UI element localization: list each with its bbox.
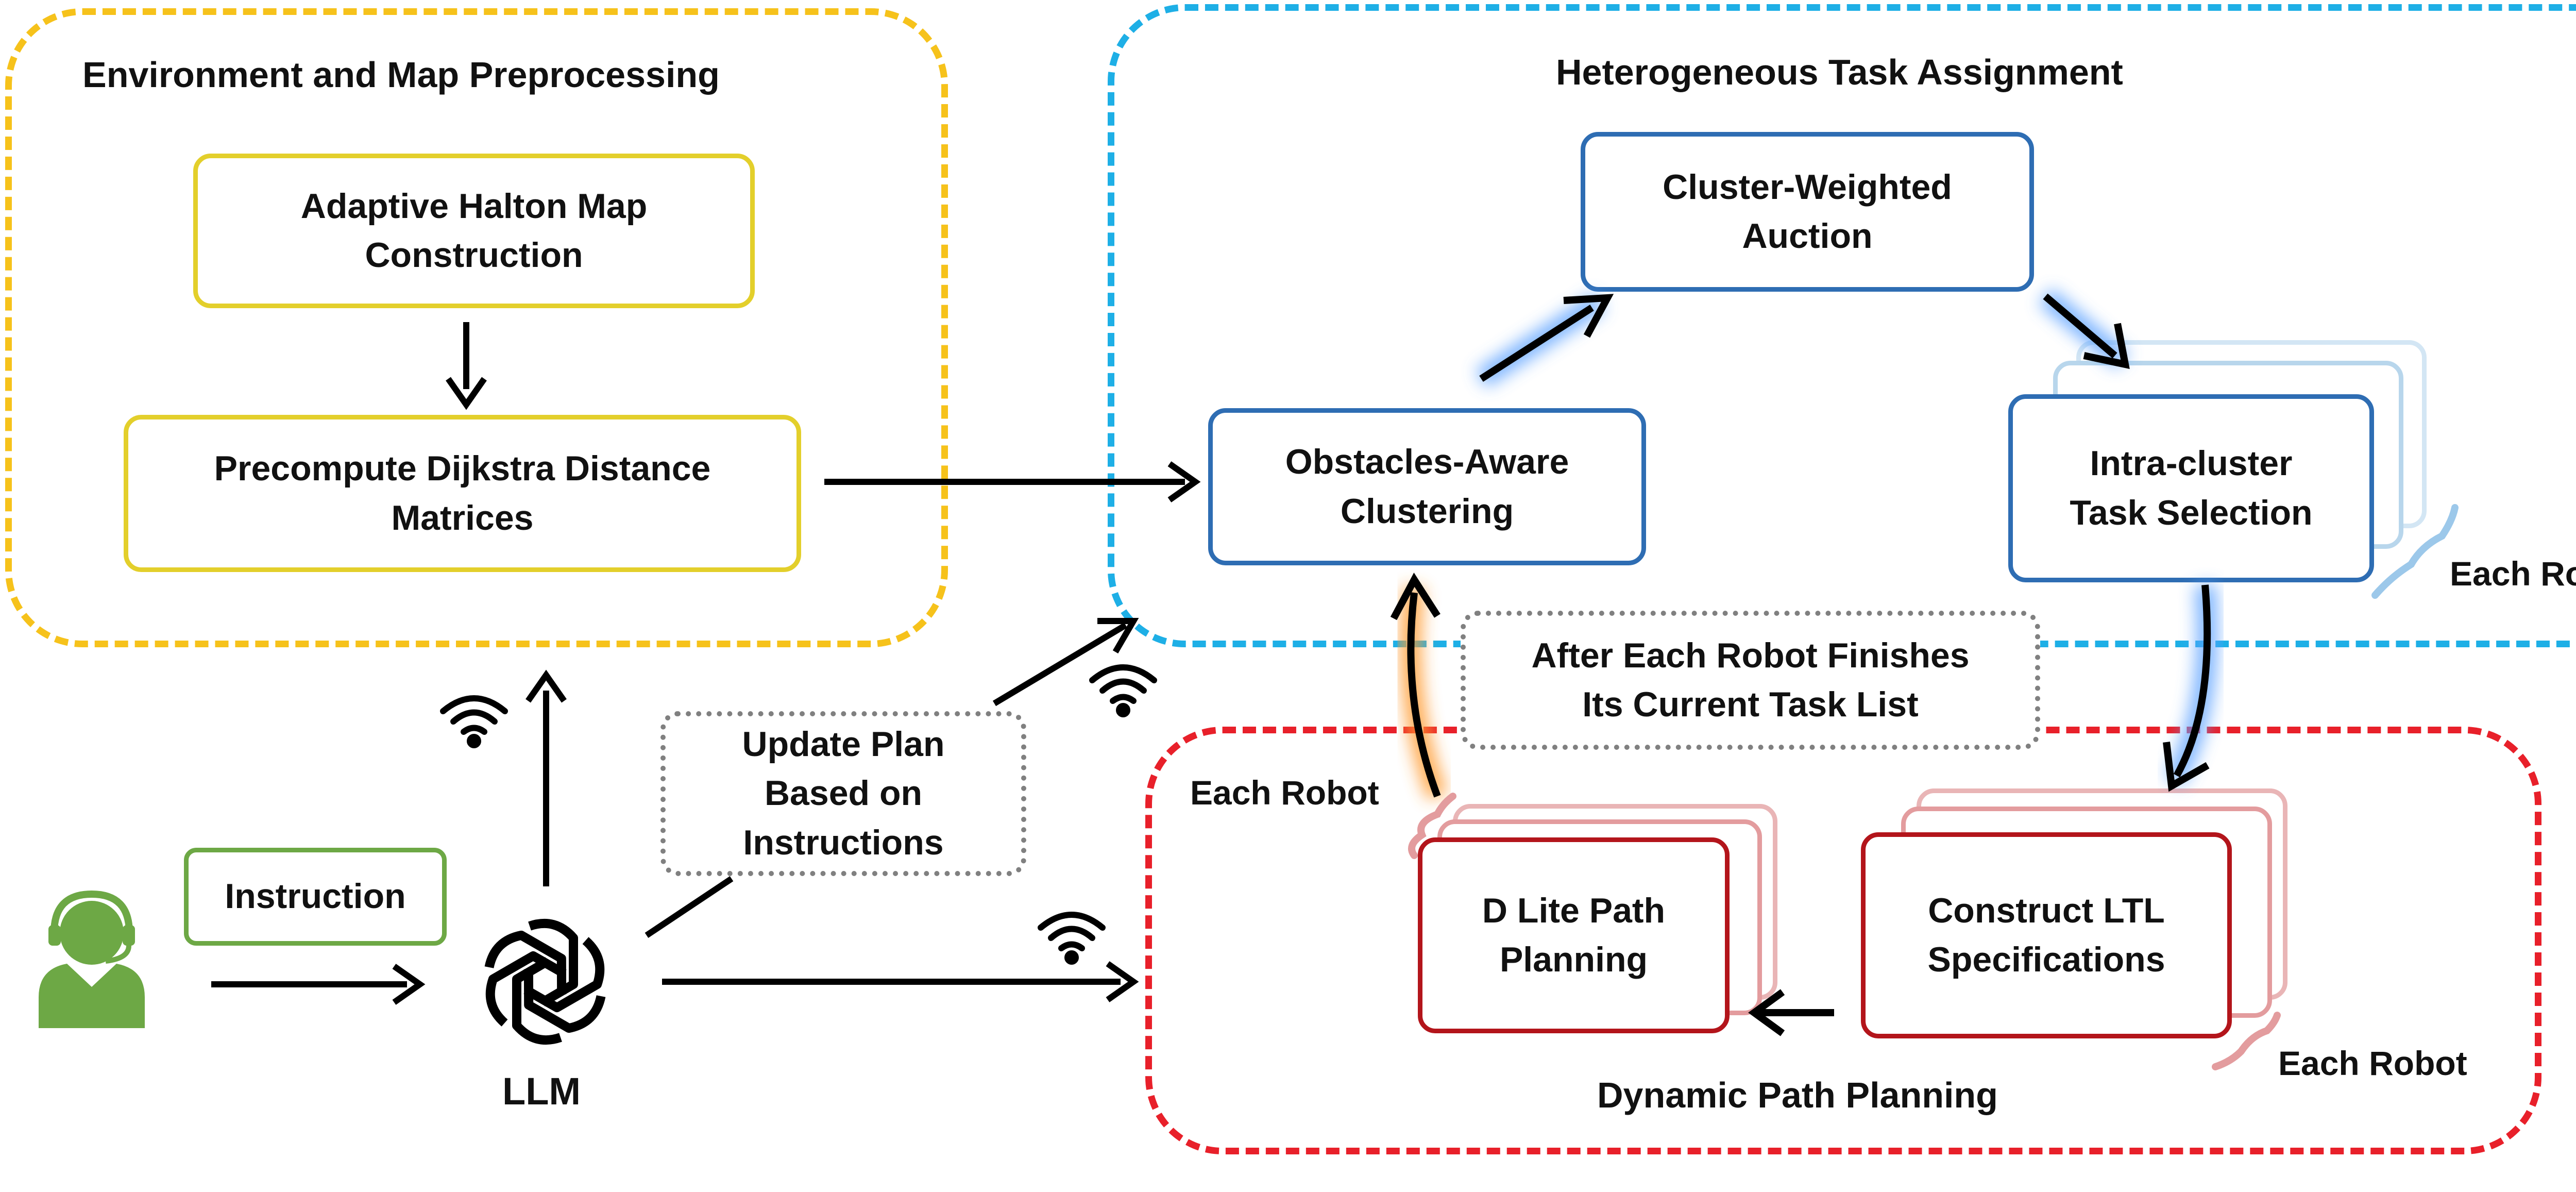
clustering-node: Obstacles-Aware Clustering: [1208, 408, 1646, 565]
intra-cluster-node: Intra-cluster Task Selection: [2008, 394, 2374, 582]
wifi-icon: [1089, 664, 1157, 717]
each-robot-ltl-label: Each Robot: [2278, 1044, 2467, 1082]
arrow-intra-to-ltl: [2163, 584, 2217, 792]
llm-label: LLM: [502, 1070, 581, 1113]
wifi-icon: [440, 695, 508, 748]
arrow-llm-to-task-assignment: [645, 618, 1139, 938]
arrow-clustering-to-auction: [1476, 293, 1614, 388]
dlite-node: D Lite Path Planning: [1418, 837, 1730, 1033]
brace-ltl: [2212, 1012, 2281, 1070]
env-preprocessing-title: Environment and Map Preprocessing: [82, 55, 720, 95]
auction-node: Cluster-Weighted Auction: [1581, 132, 2034, 292]
task-assignment-title: Heterogeneous Task Assignment: [1556, 52, 2123, 92]
openai-logo-icon: [484, 918, 606, 1045]
brace-intra: [2371, 504, 2459, 599]
instruction-node: Instruction: [184, 848, 447, 946]
each-robot-dlite-label: Each Robot: [1190, 774, 1379, 812]
ltl-node: Construct LTL Specifications: [1861, 832, 2232, 1038]
arrow-auction-to-intra: [2039, 288, 2130, 370]
wifi-icon: [1038, 912, 1106, 965]
arrow-dijkstra-to-clustering: [824, 461, 1201, 502]
each-robot-intra-label: Each Robot: [2450, 555, 2576, 593]
arrow-ltl-to-dlite: [1748, 989, 1834, 1036]
arrow-halton-to-dijkstra: [446, 322, 487, 410]
after-each-robot-note: After Each Robot Finishes Its Current Ta…: [1461, 611, 2040, 750]
arrow-user-to-llm: [211, 964, 426, 1005]
env-preprocessing-region: [5, 8, 948, 647]
dijkstra-node: Precompute Dijkstra Distance Matrices: [124, 415, 801, 572]
arrow-llm-to-env: [526, 669, 567, 886]
update-plan-note: Update Plan Based on Instructions: [660, 711, 1026, 876]
arrow-llm-to-path-planning: [662, 961, 1139, 1002]
path-planning-title: Dynamic Path Planning: [1597, 1075, 1998, 1115]
arrow-dlite-to-clustering: [1390, 573, 1447, 800]
brace-dlite: [1408, 793, 1456, 859]
halton-map-node: Adaptive Halton Map Construction: [193, 154, 755, 308]
user-headset-icon: [39, 890, 145, 1028]
